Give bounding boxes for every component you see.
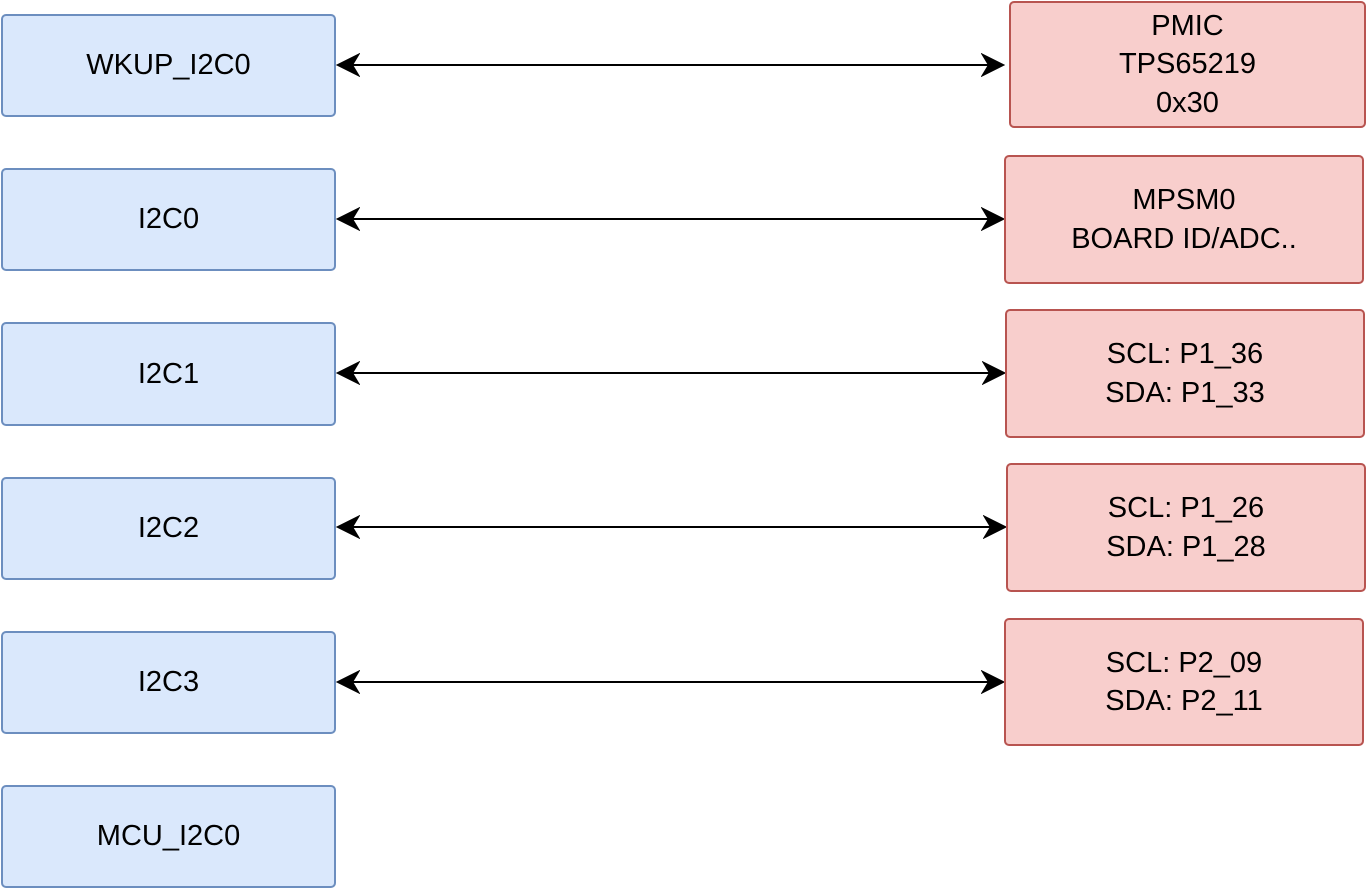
controller-i2c2[interactable]: I2C2 (1, 477, 336, 580)
device-line: 0x30 (1156, 86, 1219, 119)
device-line: BOARD ID/ADC.. (1071, 222, 1297, 255)
device-line: MPSM0 (1132, 184, 1236, 216)
controller-label: I2C2 (137, 512, 200, 545)
device-line: SDA: P1_28 (1106, 530, 1266, 563)
device-pmic[interactable]: PMIC TPS65219 0x30 (1009, 1, 1366, 128)
device-line: SCL: P1_36 (1106, 338, 1264, 370)
controller-i2c3[interactable]: I2C3 (1, 631, 336, 734)
device-mpsm0[interactable]: MPSM0 BOARD ID/ADC.. (1004, 155, 1364, 284)
controller-label: I2C3 (137, 666, 200, 699)
controller-label: I2C0 (137, 203, 200, 236)
device-line: TPS65219 (1118, 48, 1257, 81)
device-line: SCL: P2_09 (1105, 646, 1263, 679)
controller-mcu-i2c0[interactable]: MCU_I2C0 (1, 785, 336, 888)
controller-wkup-i2c0[interactable]: WKUP_I2C0 (1, 14, 336, 117)
device-i2c1-pins[interactable]: SCL: P1_36 SDA: P1_33 (1005, 309, 1365, 438)
controller-label: WKUP_I2C0 (86, 49, 251, 82)
controller-i2c1[interactable]: I2C1 (1, 322, 336, 426)
device-line: SDA: P2_11 (1105, 685, 1263, 717)
device-line: PMIC (1151, 9, 1224, 42)
controller-label: MCU_I2C0 (96, 820, 241, 853)
device-line: SCL: P1_26 (1107, 492, 1265, 524)
controller-i2c0[interactable]: I2C0 (1, 168, 336, 271)
device-i2c3-pins[interactable]: SCL: P2_09 SDA: P2_11 (1004, 618, 1364, 746)
controller-label: I2C1 (137, 357, 200, 390)
device-line: SDA: P1_33 (1105, 376, 1265, 409)
device-i2c2-pins[interactable]: SCL: P1_26 SDA: P1_28 (1006, 463, 1366, 592)
